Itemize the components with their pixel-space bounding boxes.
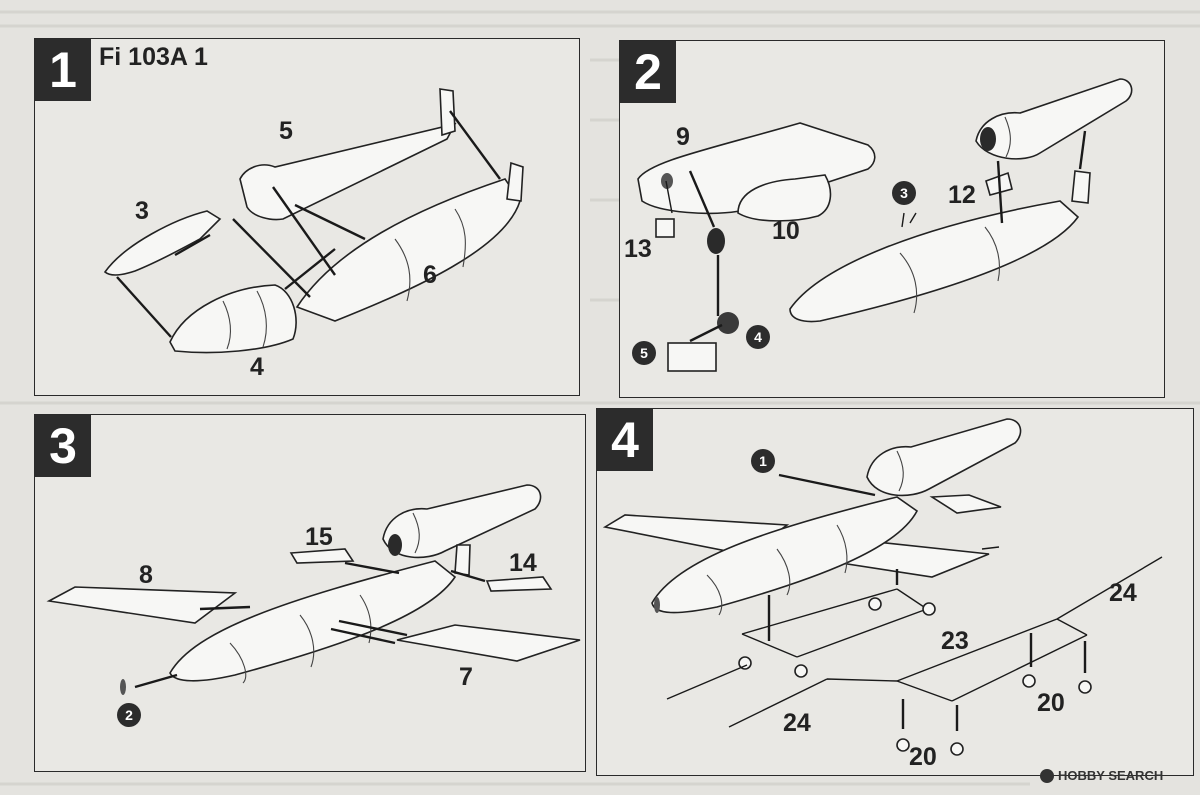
part-label-9: 9 bbox=[676, 123, 690, 151]
step-1-panel: 1 Fi 103A 1 5 3 6 4 bbox=[34, 38, 580, 396]
part-4-circle bbox=[717, 312, 739, 334]
model-name: Fi 103A 1 bbox=[99, 43, 208, 71]
part-label-3: 3 bbox=[135, 197, 149, 225]
part-5-box bbox=[667, 342, 717, 372]
engine-part-10 bbox=[737, 174, 832, 222]
part-label-6: 6 bbox=[423, 261, 437, 289]
step-3-number: 3 bbox=[35, 415, 91, 477]
elevator-part-15 bbox=[289, 548, 355, 564]
step-1-number: 1 bbox=[35, 39, 91, 101]
part-label-15: 15 bbox=[305, 523, 333, 551]
circled-label-5: 5 bbox=[632, 341, 656, 365]
pulse-jet-engine bbox=[866, 418, 1022, 497]
step-2-illustration bbox=[637, 78, 1133, 372]
circled-label-4: 4 bbox=[746, 325, 770, 349]
disc-part bbox=[707, 228, 725, 254]
step-3-panel: 3 15 14 8 7 2 bbox=[34, 414, 586, 772]
pulse-jet-engine bbox=[382, 484, 542, 559]
circled-label-3: 3 bbox=[892, 181, 916, 205]
part-label-23: 23 bbox=[941, 627, 969, 655]
part-label-13: 13 bbox=[624, 235, 652, 263]
part-13 bbox=[655, 218, 675, 238]
step-2-number: 2 bbox=[620, 41, 676, 103]
step-2-panel: 2 9 12 13 10 3 4 5 bbox=[619, 40, 1165, 398]
part-label-20-right: 20 bbox=[1037, 689, 1065, 717]
step-1-illustration bbox=[103, 88, 524, 354]
step-3-illustration bbox=[46, 484, 581, 695]
fin-part-5 bbox=[239, 122, 457, 221]
trolley-right bbox=[896, 618, 1092, 756]
part-label-5: 5 bbox=[279, 117, 293, 145]
step-4-panel: 4 bbox=[596, 408, 1194, 776]
fuselage bbox=[651, 496, 919, 614]
part-label-12: 12 bbox=[948, 181, 976, 209]
part-label-24-bottom: 24 bbox=[783, 709, 811, 737]
tow-bar-24-left bbox=[666, 664, 898, 728]
pulse-jet-engine bbox=[975, 78, 1133, 160]
circled-label-1: 1 bbox=[751, 449, 775, 473]
watermark-text: HOBBY SEARCH bbox=[1058, 768, 1164, 783]
part-label-4: 4 bbox=[250, 353, 264, 381]
nose-prop-part-2 bbox=[120, 679, 126, 695]
circled-label-2: 2 bbox=[117, 703, 141, 727]
part-label-7: 7 bbox=[459, 663, 473, 691]
nose-cap-part-3 bbox=[103, 210, 222, 276]
watermark: HOBBY SEARCH bbox=[1040, 768, 1163, 783]
part-label-10: 10 bbox=[772, 217, 800, 245]
fuselage bbox=[789, 200, 1080, 323]
part-label-20-bottom: 20 bbox=[909, 743, 937, 771]
part-label-8: 8 bbox=[139, 561, 153, 589]
elevator-part-14 bbox=[485, 576, 553, 592]
wing-part-8 bbox=[46, 586, 238, 624]
nose-part-4 bbox=[169, 284, 297, 354]
fuselage-part-6 bbox=[295, 178, 521, 322]
trolley-left bbox=[738, 588, 936, 678]
step-4-illustration bbox=[602, 418, 1163, 756]
tow-bar-24-right bbox=[981, 546, 1163, 620]
step-4-number: 4 bbox=[597, 409, 653, 471]
fuselage bbox=[169, 560, 457, 682]
part-label-24-top: 24 bbox=[1109, 579, 1137, 607]
part-label-14: 14 bbox=[509, 549, 537, 577]
wing-part-7 bbox=[396, 624, 581, 662]
hobby-search-logo-icon bbox=[1040, 768, 1054, 783]
